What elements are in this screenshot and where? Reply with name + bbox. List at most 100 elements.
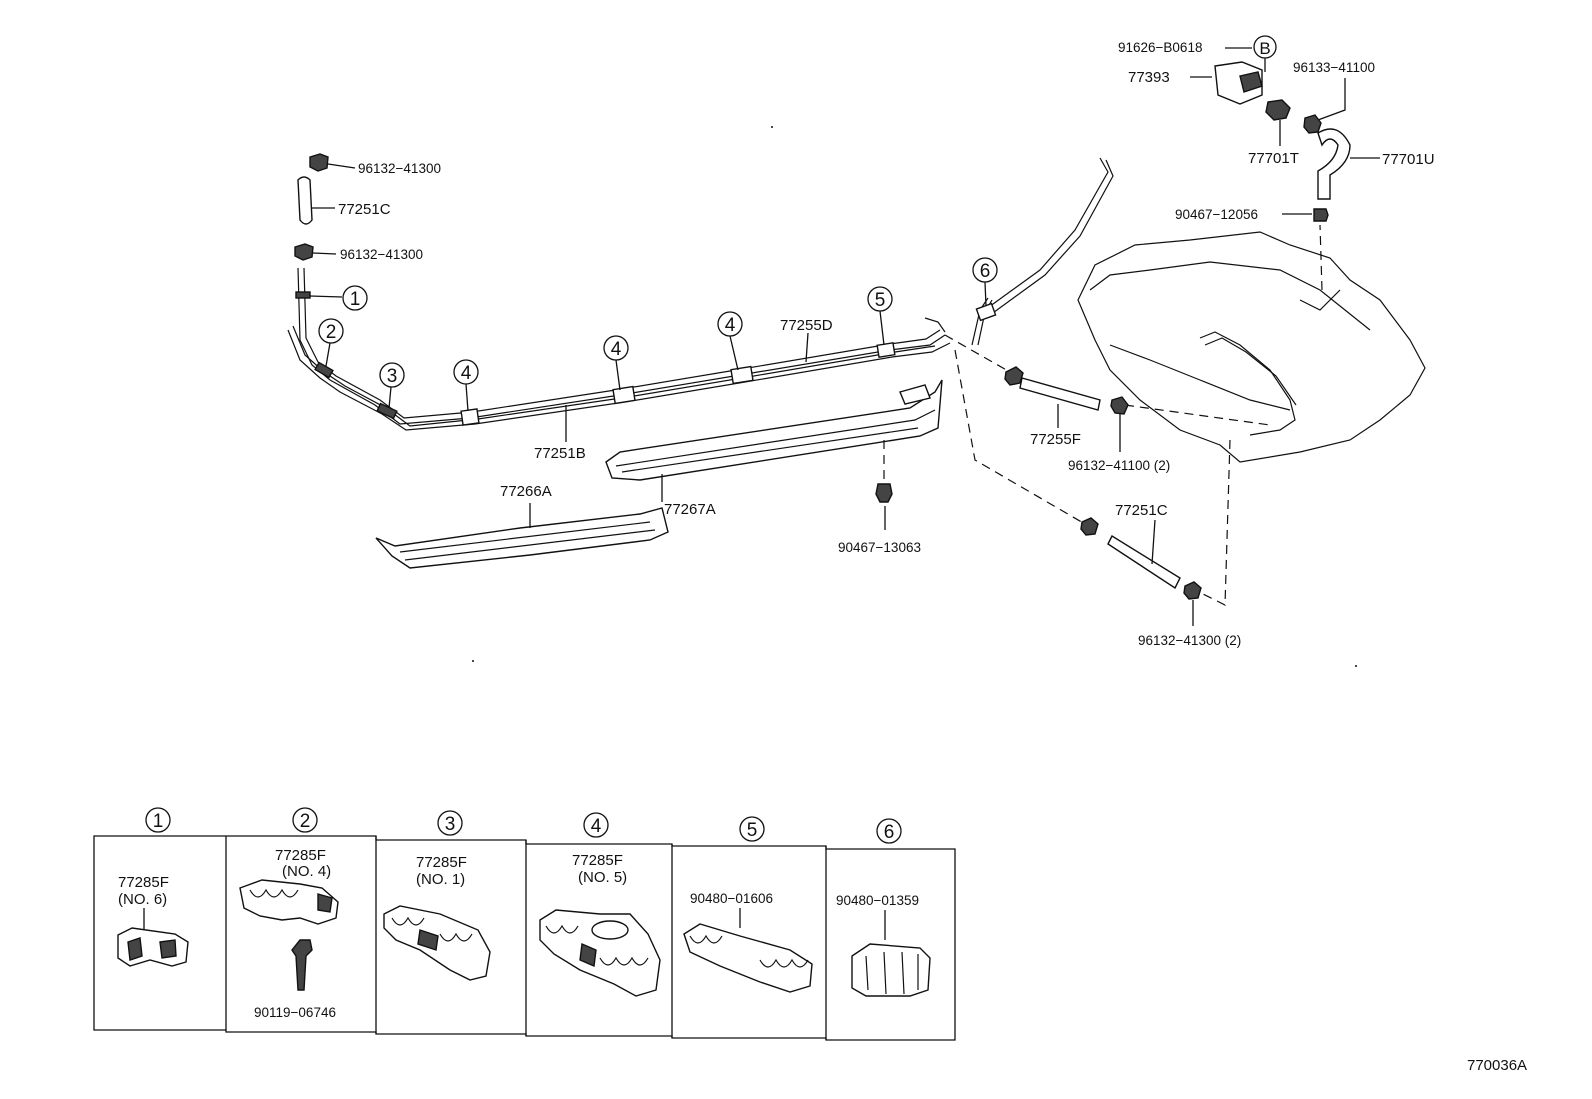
- fuel-tank[interactable]: [1077, 231, 1426, 463]
- svg-text:(NO. 1): (NO. 1): [416, 871, 465, 888]
- label-77701t: 77701T: [1248, 150, 1299, 167]
- svg-text:5: 5: [747, 820, 758, 841]
- svg-text:77285F: 77285F: [118, 874, 169, 891]
- svg-text:1: 1: [350, 289, 361, 310]
- clip-col-6: 6 90480−01359: [836, 818, 931, 997]
- clamp-left-77255f[interactable]: [1004, 366, 1024, 386]
- connector-77701t[interactable]: [1265, 99, 1291, 121]
- pipe-labels: 77255D 77251B: [534, 317, 833, 462]
- label-77393: 77393: [1128, 69, 1170, 86]
- svg-text:4: 4: [461, 363, 472, 384]
- fuel-lines: [287, 157, 1114, 431]
- vsv-assembly-group: 91626−B0618 B 77393 96133−41100 77701T 7…: [1118, 35, 1435, 222]
- bolt-90119-06746[interactable]: [291, 939, 313, 991]
- svg-text:2: 2: [326, 322, 337, 343]
- svg-text:1: 1: [153, 811, 164, 832]
- protector-77266a[interactable]: [375, 507, 669, 569]
- label-77267a: 77267A: [664, 501, 716, 518]
- label-77255f: 77255F: [1030, 431, 1081, 448]
- hose-77251c-right[interactable]: [1107, 535, 1181, 590]
- clamp-upper-77251c[interactable]: [1080, 517, 1099, 536]
- clip-90467-12056[interactable]: [1313, 208, 1329, 222]
- pipe-protectors: 77267A 77266A 90467−13063: [375, 379, 943, 569]
- callout-6: [972, 257, 998, 283]
- svg-text:3: 3: [387, 366, 398, 387]
- fuel-tank-group: [944, 224, 1426, 606]
- label-77251c-right: 77251C: [1115, 502, 1168, 519]
- svg-text:2: 2: [300, 811, 311, 832]
- label-77701u: 77701U: [1382, 151, 1435, 168]
- hose-77255f-group: 77255F 96132−41100 (2): [1004, 366, 1170, 473]
- upper-left-hose-group: 96132−41300 77251C 96132−41300: [294, 153, 441, 262]
- callout-4b: [603, 335, 629, 361]
- svg-text:5: 5: [875, 290, 886, 311]
- svg-text:4: 4: [591, 816, 602, 837]
- hose-77701u[interactable]: [1317, 128, 1351, 200]
- clip-4-on-line-b[interactable]: [612, 385, 636, 405]
- clip-77285f-no5[interactable]: [539, 909, 661, 997]
- clip-6-on-line[interactable]: [975, 302, 997, 322]
- clamp-96133-41100[interactable]: [1303, 114, 1322, 134]
- label-77255d: 77255D: [780, 317, 833, 334]
- svg-text:4: 4: [725, 315, 736, 336]
- callout-4c: [717, 311, 743, 337]
- clamp-96132-41300-mid[interactable]: [294, 243, 314, 261]
- clip-col-2: 2 77285F (NO. 4) 90119−06746: [239, 807, 339, 1020]
- label-77266a: 77266A: [500, 483, 552, 500]
- clamp-96132-41300-bottom[interactable]: [1183, 581, 1202, 600]
- clip-table: 1 77285F (NO. 6) 2 77285F (NO. 4) 90119−…: [93, 807, 956, 1041]
- clip-77285f-no4[interactable]: [239, 879, 339, 925]
- clip-col-3: 3 77285F (NO. 1): [383, 810, 491, 981]
- label-90467-13063: 90467−13063: [838, 540, 921, 555]
- clip-4-on-line-a[interactable]: [460, 408, 480, 426]
- clip-90480-01606[interactable]: [683, 923, 813, 993]
- label-96132-41300-bottom: 96132−41300 (2): [1138, 633, 1241, 648]
- label-77251b: 77251B: [534, 445, 586, 462]
- svg-text:77285F: 77285F: [416, 854, 467, 871]
- label-90467-12056: 90467−12056: [1175, 207, 1258, 222]
- label-96132-41100: 96132−41100 (2): [1068, 458, 1170, 473]
- hose-77251c-right-group: 77251C 96132−41300 (2): [1080, 502, 1241, 648]
- clip-90480-01359[interactable]: [851, 943, 931, 997]
- svg-text:90480−01359: 90480−01359: [836, 893, 919, 908]
- label-96133-41100: 96133−41100: [1293, 60, 1375, 75]
- svg-text:B: B: [1259, 39, 1270, 58]
- protector-77267a[interactable]: [605, 379, 943, 481]
- callout-2: [318, 318, 344, 344]
- hose-77255f[interactable]: [1019, 377, 1101, 411]
- svg-text:(NO. 5): (NO. 5): [578, 869, 627, 886]
- clip-2-on-line[interactable]: [314, 361, 334, 379]
- callout-4a: [453, 359, 479, 385]
- clip-4-on-line-c[interactable]: [730, 365, 754, 385]
- clip-col-4: 4 77285F (NO. 5): [539, 812, 661, 997]
- clip-1-on-line[interactable]: [295, 291, 311, 299]
- svg-text:90119−06746: 90119−06746: [254, 1005, 336, 1020]
- svg-text:77285F: 77285F: [572, 852, 623, 869]
- svg-text:3: 3: [445, 814, 456, 835]
- clip-col-5: 5 90480−01606: [683, 816, 813, 993]
- clamp-96132-41300-top[interactable]: [309, 153, 329, 172]
- svg-text:(NO. 6): (NO. 6): [118, 891, 167, 908]
- svg-text:77285F: 77285F: [275, 847, 326, 864]
- svg-text:90480−01606: 90480−01606: [690, 891, 773, 906]
- label-91626-b0618: 91626−B0618: [1118, 40, 1202, 55]
- clip-5-on-line[interactable]: [876, 342, 896, 358]
- callout-3: [379, 362, 405, 388]
- callouts: 1 2 3 4 4 4 5 6: [309, 257, 998, 412]
- label-96132-41300-mid: 96132−41300: [340, 247, 423, 262]
- svg-text:6: 6: [884, 822, 895, 843]
- hose-77251c-top[interactable]: [297, 176, 313, 225]
- clip-col-1: 1 77285F (NO. 6): [117, 807, 189, 967]
- label-77251c-top: 77251C: [338, 201, 391, 218]
- svg-text:6: 6: [980, 261, 991, 282]
- svg-text:(NO. 4): (NO. 4): [282, 863, 331, 880]
- line-clips: [295, 291, 997, 426]
- clip-90467-13063[interactable]: [875, 483, 893, 503]
- bracket-77393[interactable]: [1214, 61, 1263, 105]
- label-96132-41300-top: 96132−41300: [358, 161, 441, 176]
- diagram-id: 770036A: [1467, 1057, 1527, 1074]
- svg-text:4: 4: [611, 339, 622, 360]
- clamp-96132-41100[interactable]: [1110, 396, 1129, 415]
- callout-5: [867, 286, 893, 312]
